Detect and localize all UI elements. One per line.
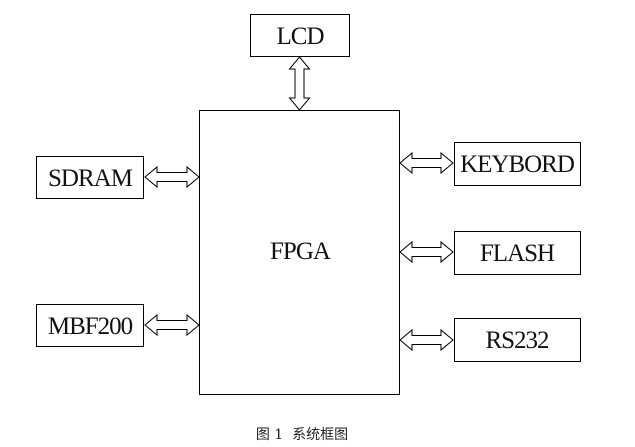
block-fpga: FPGA	[199, 110, 400, 395]
block-rs232-label: RS232	[485, 327, 549, 354]
block-mbf200-label: MBF200	[48, 313, 133, 340]
block-lcd-label: LCD	[277, 23, 325, 50]
arrow-fpga-keybord	[399, 151, 454, 175]
arrow-fpga-flash	[399, 240, 454, 264]
arrow-fpga-rs232	[399, 328, 454, 352]
block-mbf200: MBF200	[36, 304, 144, 347]
block-flash-label: FLASH	[480, 240, 555, 267]
arrow-sdram-fpga	[144, 165, 200, 189]
arrow-mbf200-fpga	[144, 313, 200, 337]
arrow-lcd-fpga	[288, 56, 311, 111]
block-rs232: RS232	[454, 318, 581, 362]
figure-caption: 图 1 系统框图	[256, 427, 348, 443]
block-keybord: KEYBORD	[454, 142, 581, 186]
block-keybord-label: KEYBORD	[460, 151, 575, 178]
block-sdram: SDRAM	[36, 156, 144, 199]
block-fpga-label: FPGA	[270, 238, 331, 265]
block-flash: FLASH	[454, 231, 581, 275]
block-lcd: LCD	[250, 14, 350, 57]
block-sdram-label: SDRAM	[48, 165, 133, 192]
